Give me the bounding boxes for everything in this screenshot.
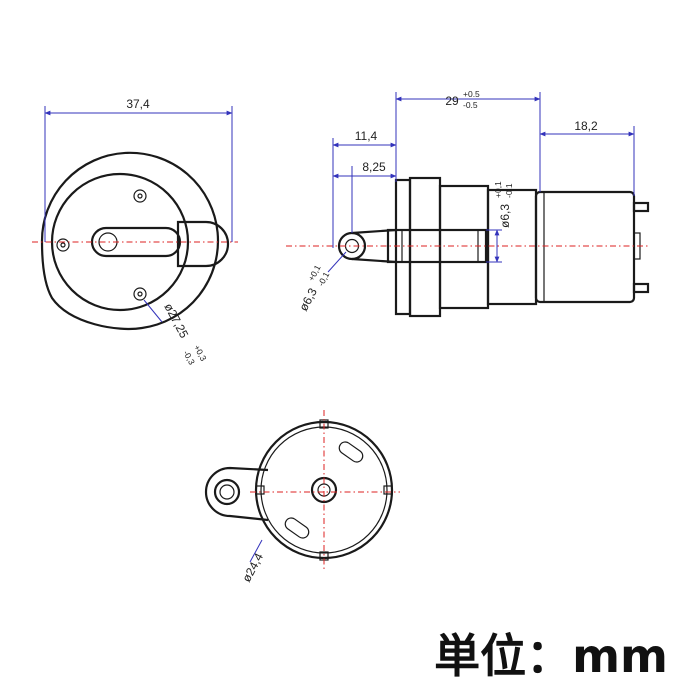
side-shaft-dia-tol-upper: +0,1 [493,181,503,198]
side-view: 29 +0.5 -0.5 18,2 11,4 8,25 ø6,3 +0,1 -0… [286,89,650,318]
side-hole-dia-dim: ø6,3 [296,285,320,313]
side-offset-dim-2: 8,25 [362,160,386,174]
side-length-dim: 29 [445,94,459,108]
side-motor-length-dim: 18,2 [574,119,598,133]
rear-view: ø24,4 [204,410,400,584]
rear-diameter-dim: ø24,4 [239,550,266,584]
side-shaft-dia-tol-lower: -0,1 [504,183,514,198]
unit-label: 単位：mm [434,629,668,683]
front-width-dim: 37,4 [126,97,150,111]
side-shaft-dia-dim: ø6,3 [498,204,512,228]
front-view: 37,4 ø27,25 +0,3 -0,3 [32,97,238,367]
side-length-tol-upper: +0.5 [463,89,480,99]
side-length-tol-lower: -0.5 [463,100,478,110]
side-offset-dim-1: 11,4 [355,129,378,143]
